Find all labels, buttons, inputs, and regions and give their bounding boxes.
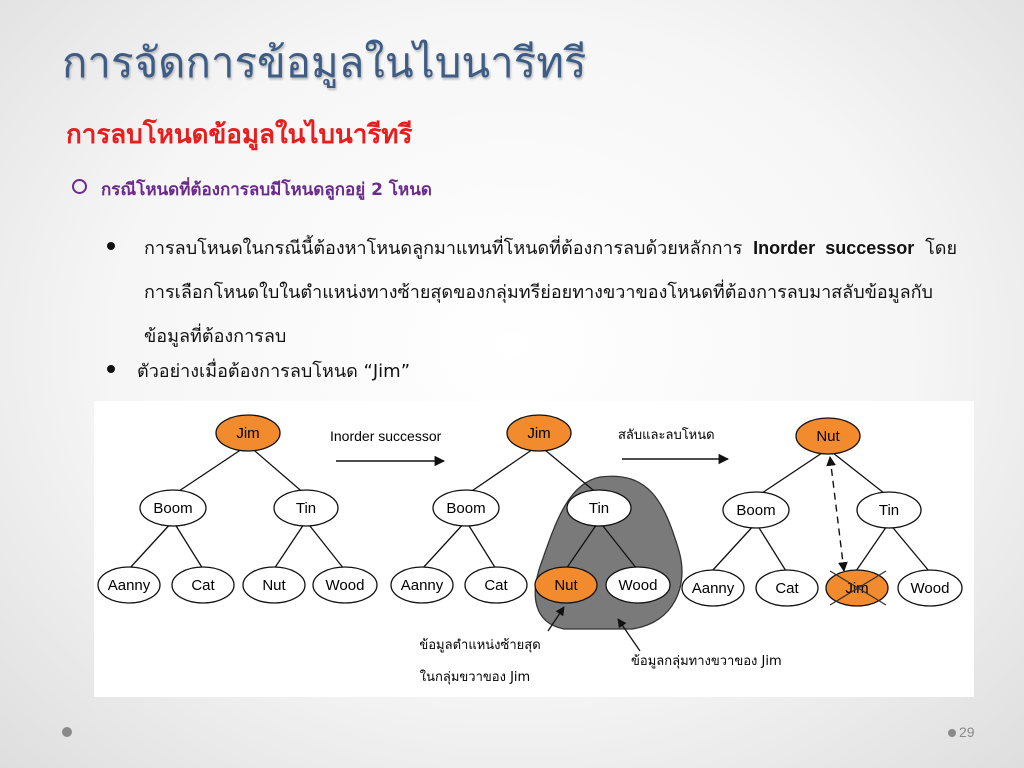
- tree3-node-lr: Cat: [755, 569, 819, 607]
- tree3-node-right: Tin: [856, 491, 922, 529]
- tree3-node-left: Boom: [722, 491, 790, 529]
- tree1-node-right: Tin: [273, 489, 339, 527]
- tree3-node-rr: Wood: [897, 569, 963, 607]
- tree1-right-label: Tin: [296, 500, 316, 517]
- caption-leftmost: ข้อมูลตำแหน่งซ้ายสุด ในกลุ่มขวาของ Jim: [419, 606, 565, 685]
- example-text: ตัวอย่างเมื่อต้องการลบโหนด “Jim”: [137, 361, 411, 382]
- tree2-rl-label: Nut: [554, 577, 578, 594]
- paragraph-part1: การลบโหนดในกรณีนี้ต้องหาโหนดลูกมาแทนที่โ…: [144, 238, 754, 259]
- bullet-dot-icon: [107, 365, 115, 373]
- example-bullet: ตัวอย่างเมื่อต้องการลบโหนด “Jim”: [107, 356, 410, 385]
- tree3-node-root: Nut: [795, 417, 861, 455]
- tree2-node-root: Jim: [506, 414, 572, 452]
- tree1-node-left: Boom: [139, 489, 207, 527]
- tree-deletion-diagram: Jim Boom Tin Aanny Cat Nut Wood Inorder …: [94, 401, 974, 697]
- tree2-ll-label: Aanny: [401, 577, 444, 594]
- arrow-inorder-successor: Inorder successor: [330, 428, 446, 467]
- arrow1-label: Inorder successor: [330, 428, 442, 444]
- tree1: Jim Boom Tin Aanny Cat Nut Wood: [97, 414, 378, 604]
- footer-dot-icon: [948, 729, 956, 737]
- explanation-paragraph: การลบโหนดในกรณีนี้ต้องหาโหนดลูกมาแทนที่โ…: [107, 226, 957, 359]
- tree1-node-ll: Aanny: [97, 566, 161, 604]
- bullet-dot-icon: [107, 242, 115, 250]
- tree1-rr-label: Wood: [326, 577, 365, 594]
- caption-left-line2: ในกลุ่มขวาของ Jim: [420, 669, 530, 685]
- tree3-ll-label: Aanny: [692, 580, 735, 597]
- tree1-node-rl: Nut: [242, 566, 306, 604]
- paragraph-keyword: Inorder successor: [753, 238, 915, 258]
- tree1-node-root: Jim: [215, 414, 281, 452]
- tree2-node-lr: Cat: [464, 566, 528, 604]
- tree3: Nut Boom Tin Aanny Cat Jim Wood: [681, 417, 963, 607]
- tree1-rl-label: Nut: [262, 577, 286, 594]
- paragraph-part2: โดยการเลือกโหนดใบในตำแหน่งทางซ้ายสุดของก…: [144, 238, 957, 347]
- tree2-lr-label: Cat: [484, 577, 508, 594]
- tree1-lr-label: Cat: [191, 577, 215, 594]
- tree1-edges: [128, 444, 345, 570]
- tree3-node-ll: Aanny: [681, 569, 745, 607]
- tree2: Jim Boom Tin Aanny Cat Nut Wood: [390, 414, 671, 604]
- tree2-left-label: Boom: [446, 500, 485, 517]
- tree2-edges: [421, 444, 638, 570]
- page-number: 29: [959, 724, 975, 740]
- tree2-node-left: Boom: [432, 489, 500, 527]
- tree3-node-rl-deleted: Jim: [825, 569, 889, 607]
- page-title: การจัดการข้อมูลในไบนารีทรี: [62, 38, 587, 87]
- tree2-node-right: Tin: [566, 489, 632, 527]
- tree3-right-label: Tin: [879, 502, 899, 519]
- tree3-left-label: Boom: [736, 502, 775, 519]
- tree2-rr-label: Wood: [619, 577, 658, 594]
- section-subtitle: การลบโหนดข้อมูลในไบนารีทรี: [66, 120, 413, 150]
- tree-diagram-svg: Jim Boom Tin Aanny Cat Nut Wood Inorder …: [97, 414, 963, 685]
- tree2-node-rr: Wood: [605, 566, 671, 604]
- caption-right-subtree: ข้อมูลกลุ่มทางขวาของ Jim: [617, 618, 782, 669]
- tree2-right-label: Tin: [589, 500, 609, 517]
- arrow-swap-delete: สลับและลบโหนด: [618, 427, 730, 465]
- tree1-left-label: Boom: [153, 500, 192, 517]
- caption-left-line1: ข้อมูลตำแหน่งซ้ายสุด: [419, 638, 540, 653]
- swap-dashed-arrow: [826, 456, 848, 572]
- tree2-node-ll: Aanny: [390, 566, 454, 604]
- tree1-node-rr: Wood: [312, 566, 378, 604]
- tree1-root-label: Jim: [236, 425, 259, 442]
- tree3-rr-label: Wood: [911, 580, 950, 597]
- hollow-circle-bullet-icon: [72, 179, 87, 194]
- caption-right: ข้อมูลกลุ่มทางขวาของ Jim: [631, 654, 782, 669]
- case-heading: กรณีโหนดที่ต้องการลบมีโหนดลูกอยู่ 2 โหนด: [72, 176, 432, 203]
- footer-dot-icon: [62, 727, 72, 737]
- tree2-root-label: Jim: [527, 425, 550, 442]
- tree1-node-lr: Cat: [171, 566, 235, 604]
- case-heading-text: กรณีโหนดที่ต้องการลบมีโหนดลูกอยู่ 2 โหนด: [101, 180, 432, 200]
- tree3-lr-label: Cat: [775, 580, 799, 597]
- tree3-root-label: Nut: [816, 428, 840, 445]
- tree1-ll-label: Aanny: [108, 577, 151, 594]
- arrow2-label: สลับและลบโหนด: [618, 427, 715, 443]
- delete-cross-icon: [829, 570, 887, 606]
- tree2-node-rl: Nut: [534, 566, 598, 604]
